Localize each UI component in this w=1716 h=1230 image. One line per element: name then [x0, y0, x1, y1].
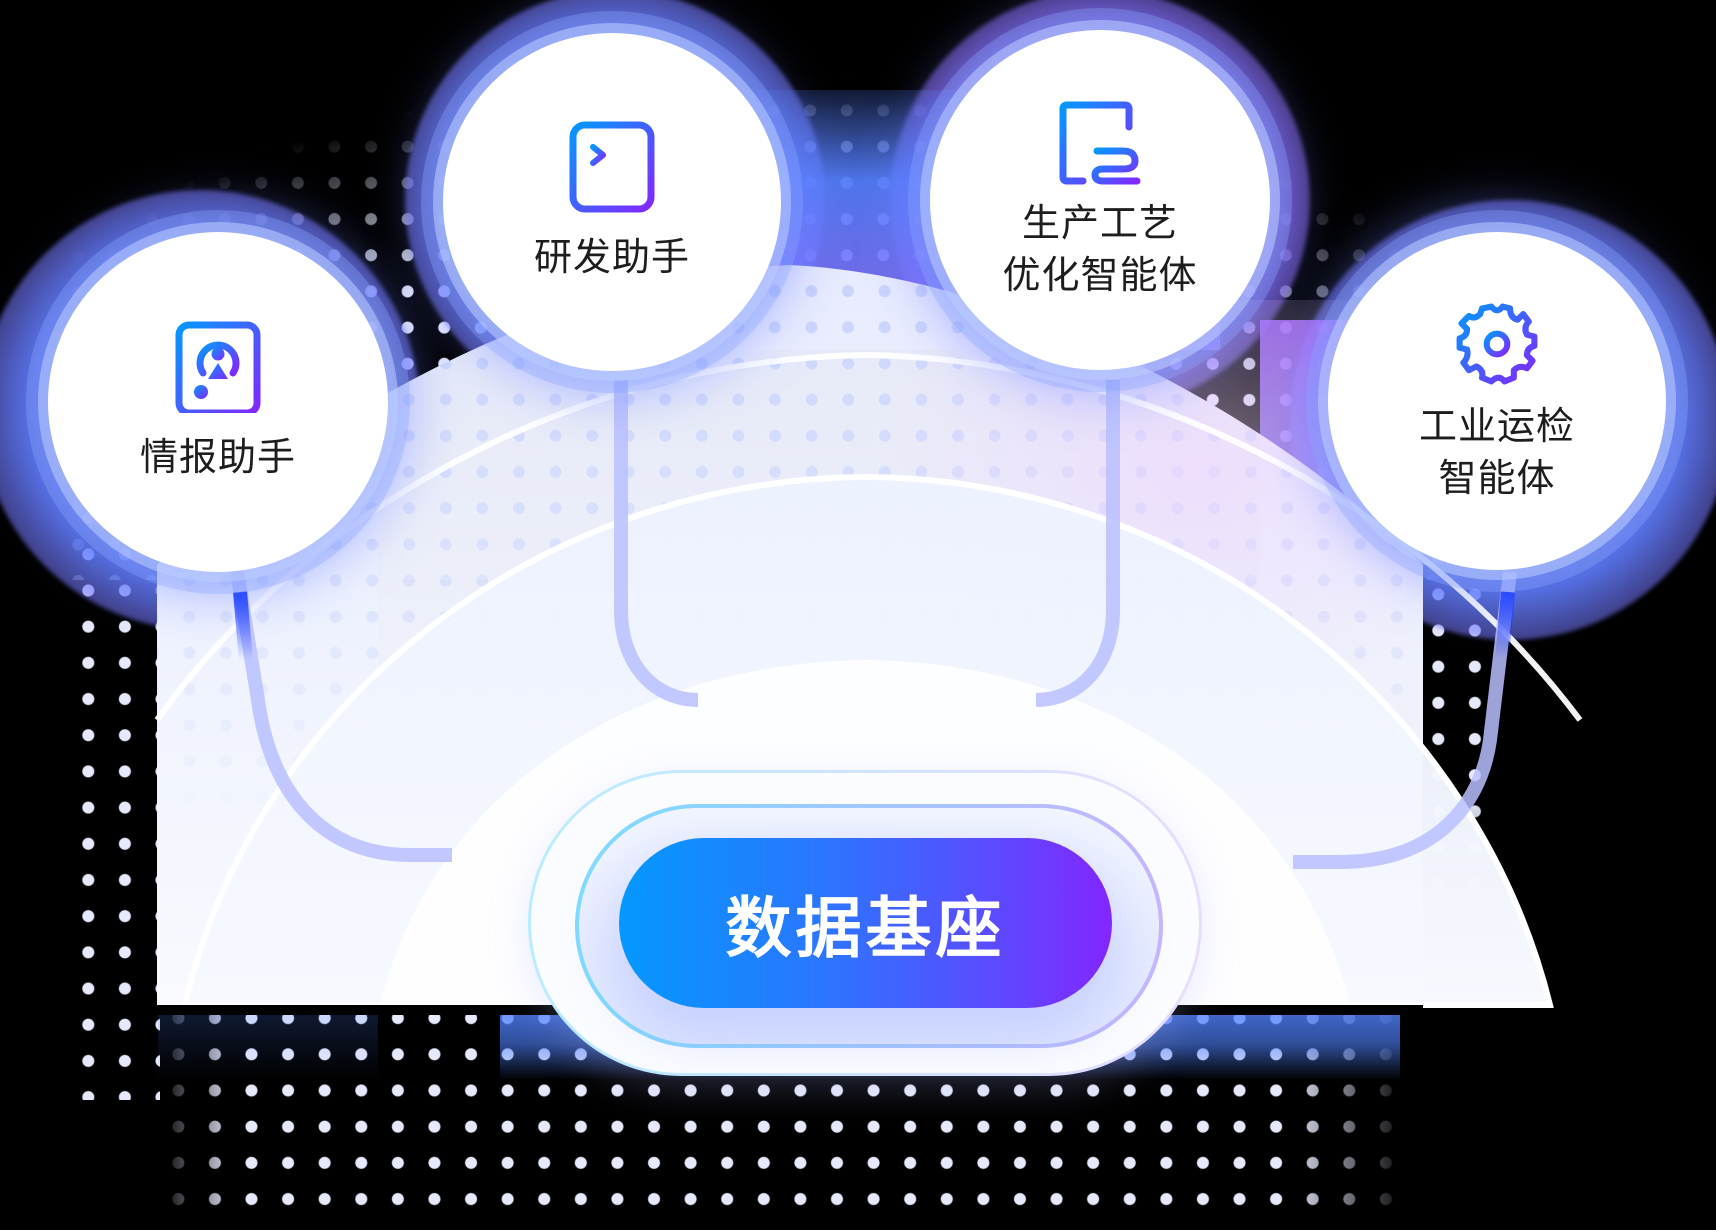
node-process-optimization-agent[interactable]: 生产工艺 优化智能体 [930, 30, 1270, 370]
node-label: 智能体 [1438, 456, 1556, 500]
node-rd-assistant[interactable]: 研发助手 [443, 33, 781, 371]
connector-process [1035, 380, 1120, 707]
node-industrial-inspection-agent[interactable]: 工业运检 智能体 [1328, 232, 1666, 570]
process-document-icon [1059, 101, 1141, 185]
node-label: 生产工艺 [1021, 201, 1178, 245]
connector-intelligence [229, 563, 452, 862]
node-label: 情报助手 [139, 435, 296, 479]
gear-icon [1456, 303, 1538, 385]
connector-inspection [1293, 571, 1517, 869]
node-label: 优化智能体 [1002, 253, 1198, 297]
data-foundation-button[interactable]: 数据基座 [619, 838, 1112, 1008]
node-label: 研发助手 [533, 235, 690, 279]
connector-rd [614, 380, 699, 707]
node-label: 工业运检 [1418, 404, 1575, 448]
node-intelligence-assistant[interactable]: 情报助手 [48, 232, 388, 572]
data-foundation-label: 数据基座 [725, 890, 1006, 967]
person-badge-icon [175, 321, 261, 413]
terminal-icon [569, 121, 655, 213]
